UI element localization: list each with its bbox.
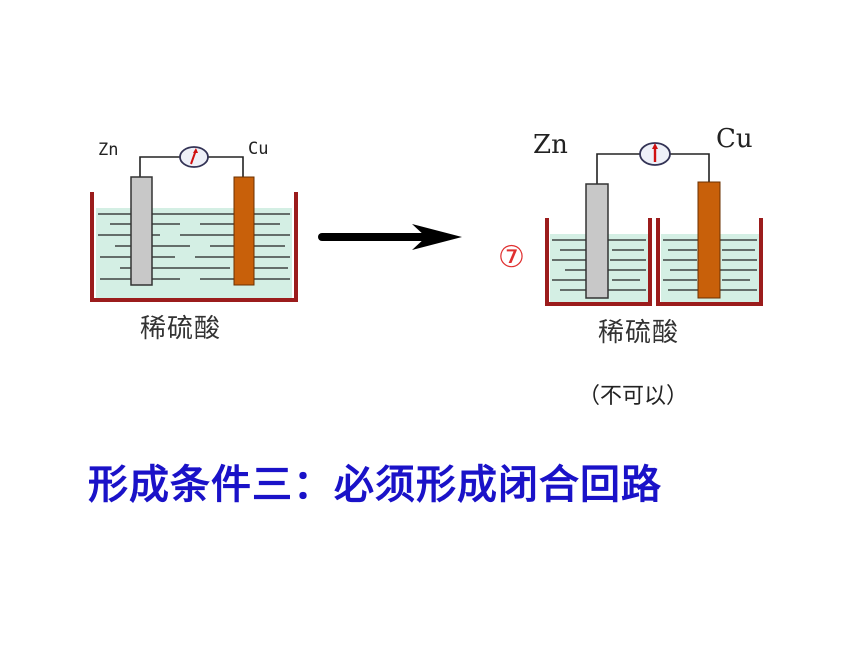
left-cell: [90, 146, 298, 302]
left-beaker: [90, 192, 298, 302]
right-wire-zn: [596, 153, 640, 184]
verdict-label: （不可以）: [578, 384, 689, 409]
right-cell: [545, 142, 763, 306]
right-right-beaker: [656, 218, 763, 306]
left-cu-label: Cu: [248, 139, 269, 159]
left-zinc-electrode: [130, 176, 153, 286]
transition-arrow-icon: [318, 224, 462, 250]
right-galvanometer-icon: [639, 142, 671, 166]
left-solution: [96, 208, 292, 298]
right-copper-electrode: [697, 181, 721, 299]
item-marker: ⑦: [498, 240, 525, 275]
right-wire-cu: [670, 153, 710, 182]
left-copper-electrode: [233, 176, 255, 286]
left-wire-zn: [139, 156, 180, 177]
right-zinc-electrode: [585, 183, 609, 299]
right-solution-label: 稀硫酸: [598, 318, 680, 348]
left-solution-label: 稀硫酸: [140, 314, 222, 344]
conclusion-heading: 形成条件三：必须形成闭合回路: [88, 462, 662, 508]
left-galvanometer-icon: [179, 146, 209, 168]
right-zn-label: Zn: [533, 130, 568, 160]
right-cu-label: Cu: [716, 124, 753, 154]
left-zn-label: Zn: [98, 140, 119, 160]
right-left-beaker: [545, 218, 652, 306]
left-wire-cu: [208, 156, 244, 177]
